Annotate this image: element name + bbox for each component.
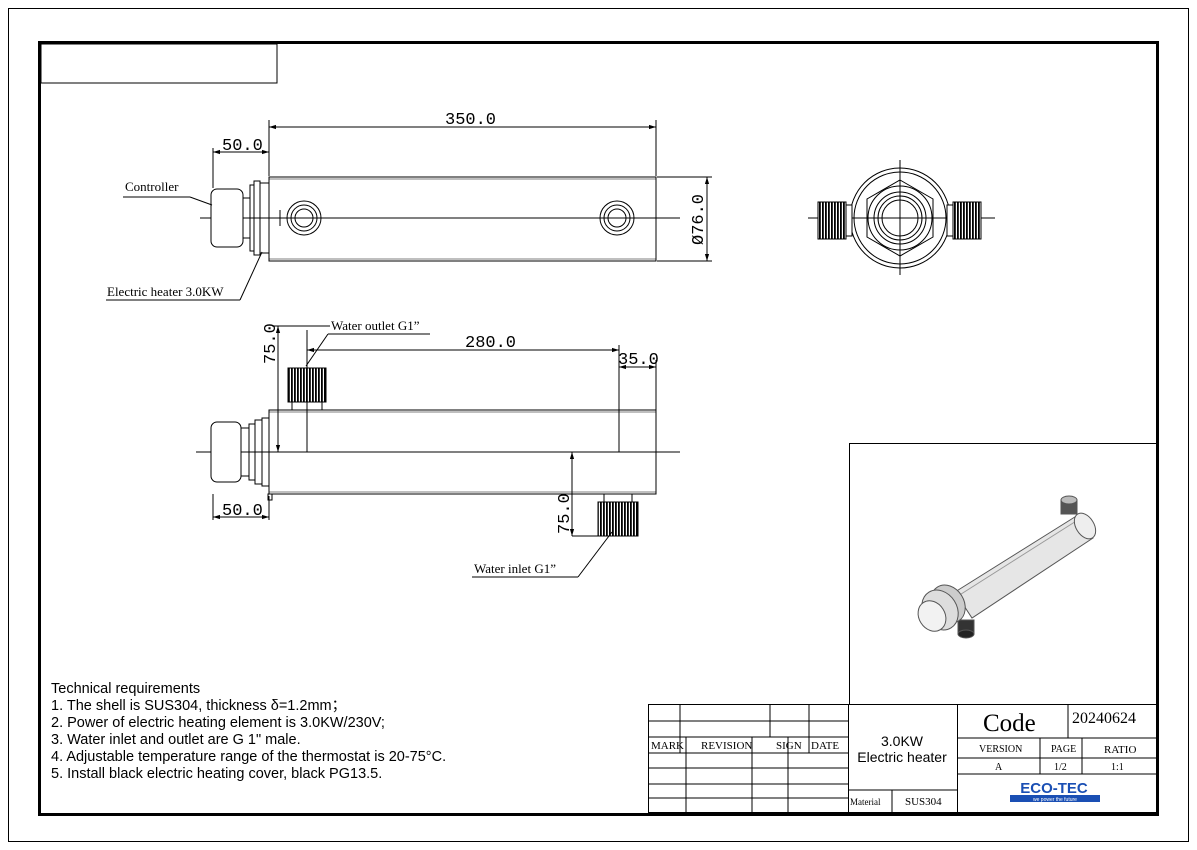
dim-length-350: 350.0 bbox=[445, 111, 496, 130]
corner-box bbox=[40, 43, 278, 84]
header-revision: REVISION bbox=[701, 740, 752, 752]
svg-text:we power the future: we power the future bbox=[1033, 797, 1077, 803]
tech-item-3: 3. Water inlet and outlet are G 1" male. bbox=[51, 732, 301, 748]
dim-controller-50-top: 50.0 bbox=[222, 137, 263, 156]
material-value: SUS304 bbox=[905, 796, 942, 808]
version-label: VERSION bbox=[979, 744, 1022, 755]
header-sign: SIGN bbox=[776, 740, 802, 752]
label-controller: Controller bbox=[125, 179, 179, 194]
drawing-border bbox=[38, 41, 1159, 816]
material-label: Material bbox=[850, 797, 881, 807]
dim-end-35: 35.0 bbox=[618, 351, 659, 370]
technical-requirements: Technical requirements 1. The shell is S… bbox=[51, 681, 611, 783]
ratio-value: 1:1 bbox=[1111, 762, 1124, 773]
header-date: DATE bbox=[811, 740, 839, 752]
code-value: 20240624 bbox=[1072, 710, 1136, 727]
product-name-line2: Electric heater bbox=[857, 749, 947, 765]
dim-spacing-280: 280.0 bbox=[465, 334, 516, 353]
page-value: 1/2 bbox=[1054, 762, 1067, 773]
tech-item-4: 4. Adjustable temperature range of the t… bbox=[51, 749, 447, 765]
product-3d-preview bbox=[917, 495, 1097, 639]
dim-controller-50-bottom: 50.0 bbox=[222, 502, 263, 521]
bottom-view bbox=[196, 325, 680, 578]
page-label: PAGE bbox=[1051, 744, 1076, 755]
tech-item-2: 2. Power of electric heating element is … bbox=[51, 715, 385, 731]
code-label: Code bbox=[983, 710, 1036, 737]
tech-item-1: 1. The shell is SUS304, thickness δ=1.2m… bbox=[51, 698, 347, 714]
dim-inlet-height-75: 75.0 bbox=[556, 493, 575, 534]
dim-outlet-height-75: 75.0 bbox=[262, 323, 281, 364]
eco-tec-logo: ECO-TEC we power the future bbox=[1010, 780, 1100, 803]
ratio-label: RATIO bbox=[1104, 744, 1136, 756]
dim-diameter-76: Ø76.0 bbox=[690, 194, 709, 245]
front-view bbox=[106, 120, 712, 301]
outer-frame bbox=[8, 8, 1189, 842]
label-electric-heater: Electric heater 3.0KW bbox=[107, 284, 224, 299]
version-value: A bbox=[995, 762, 1003, 773]
title-block-grid bbox=[648, 704, 1157, 813]
tech-item-5: 5. Install black electric heating cover,… bbox=[51, 766, 383, 782]
header-mark: MARK bbox=[651, 740, 684, 752]
product-name-line1: 3.0KW bbox=[881, 733, 924, 749]
tech-title: Technical requirements bbox=[51, 681, 201, 697]
svg-text:ECO-TEC: ECO-TEC bbox=[1020, 780, 1088, 797]
label-water-outlet: Water outlet G1” bbox=[331, 318, 420, 333]
side-view bbox=[808, 160, 995, 275]
label-water-inlet: Water inlet G1” bbox=[474, 561, 556, 576]
